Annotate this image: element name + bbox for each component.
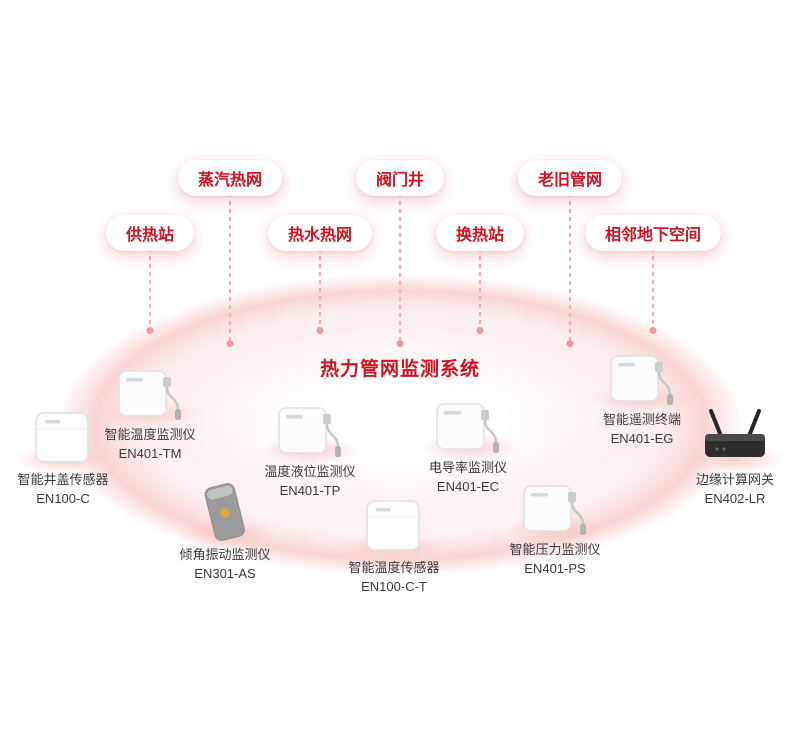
scene-pill-hot-water-network: 热水热网 — [267, 215, 373, 251]
connector-dot — [396, 340, 404, 347]
temperature-monitor-icon — [80, 359, 220, 421]
connector-old-pipe-network — [566, 193, 574, 347]
connector-dot — [566, 340, 574, 347]
device-model: EN401-EC — [436, 479, 500, 494]
telemetry-terminal-icon — [572, 344, 712, 406]
device-model: EN401-TP — [279, 483, 341, 498]
connector-dot — [146, 327, 154, 334]
device-level-monitor: 温度液位监测仪 EN401-TP — [240, 396, 380, 500]
connector-heating-station — [146, 248, 154, 334]
device-name: 智能温度监测仪 — [104, 427, 196, 442]
tilt-vibration-monitor-icon — [155, 479, 295, 541]
level-monitor-icon — [240, 396, 380, 458]
scene-pill-old-pipe-network: 老旧管网 — [517, 160, 623, 196]
edge-gateway-icon — [665, 404, 800, 466]
device-model: EN100-C — [36, 491, 90, 506]
system-title: 热力管网监测系统 — [319, 359, 481, 380]
connector-heat-exchange-station — [476, 248, 484, 334]
device-model: EN402-LR — [704, 491, 766, 506]
device-edge-gateway: 边缘计算网关 EN402-LR — [665, 404, 800, 508]
device-name: 温度液位监测仪 — [264, 464, 356, 479]
scene-pill-adjacent-underground: 相邻地下空间 — [584, 215, 722, 251]
connector-hot-water-network — [316, 248, 324, 334]
device-name: 电导率监测仪 — [428, 460, 507, 475]
pressure-monitor-icon — [485, 474, 625, 536]
scene-pill-steam-network: 蒸汽热网 — [177, 160, 283, 196]
device-tilt-vibration-monitor: 倾角振动监测仪 EN301-AS — [155, 479, 295, 583]
connector-dot — [649, 327, 657, 334]
device-model: EN100-C-T — [361, 579, 427, 594]
manhole-sensor-icon — [0, 404, 133, 466]
scene-pill-heat-exchange-station: 换热站 — [435, 215, 525, 251]
temperature-sensor-icon — [324, 492, 464, 554]
device-name: 智能温度传感器 — [348, 560, 440, 575]
connector-adjacent-underground — [649, 248, 657, 334]
device-name: 智能井盖传感器 — [17, 472, 109, 487]
connector-dot — [226, 340, 234, 347]
connector-dot — [476, 327, 484, 334]
conductivity-monitor-icon — [398, 392, 538, 454]
device-model: EN401-EG — [610, 431, 674, 446]
device-telemetry-terminal: 智能遥测终端 EN401-EG — [572, 344, 712, 448]
connector-steam-network — [226, 193, 234, 347]
device-model: EN301-AS — [194, 566, 256, 581]
connector-valve-well — [396, 193, 404, 347]
device-name: 智能遥测终端 — [602, 412, 681, 427]
device-manhole-sensor: 智能井盖传感器 EN100-C — [0, 404, 133, 508]
device-temperature-monitor: 智能温度监测仪 EN401-TM — [80, 359, 220, 463]
device-model: EN401-TM — [118, 446, 182, 461]
device-model: EN401-PS — [524, 561, 586, 576]
device-name: 智能压力监测仪 — [509, 542, 601, 557]
device-temperature-sensor: 智能温度传感器 EN100-C-T — [324, 492, 464, 596]
device-conductivity-monitor: 电导率监测仪 EN401-EC — [398, 392, 538, 496]
device-name: 倾角振动监测仪 — [179, 547, 271, 562]
device-pressure-monitor: 智能压力监测仪 EN401-PS — [485, 474, 625, 578]
scene-pill-heating-station: 供热站 — [105, 215, 195, 251]
scene-pill-valve-well: 阀门井 — [355, 160, 445, 196]
device-name: 边缘计算网关 — [695, 472, 774, 487]
connector-dot — [316, 327, 324, 334]
